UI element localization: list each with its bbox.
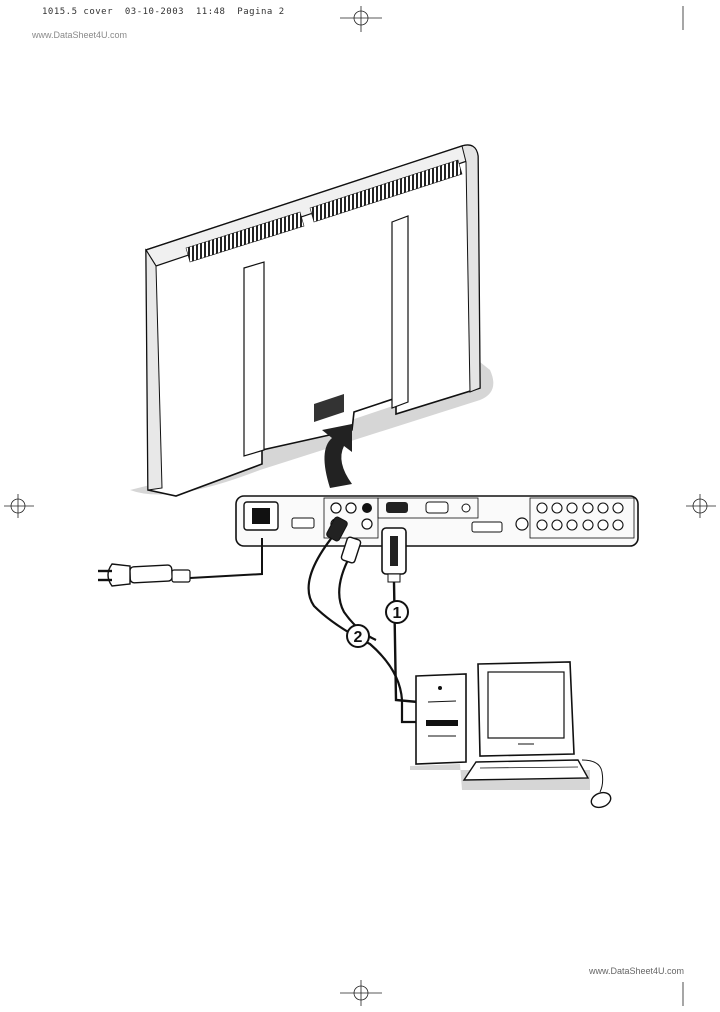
tv-rail-right (391, 215, 409, 409)
mouse (590, 791, 612, 809)
vga-port-in (386, 502, 408, 513)
power-plug-body (129, 564, 173, 584)
connector-panel (235, 495, 639, 547)
tv-right-side (461, 144, 481, 393)
dvi-port (471, 521, 503, 533)
power-cord (98, 538, 263, 587)
reg-mark-right (686, 494, 716, 518)
registration-marks (4, 6, 716, 1006)
svg-text:2: 2 (354, 629, 363, 646)
callout-badge-1: 1 (385, 600, 409, 624)
audio-plug-b (340, 536, 362, 564)
av-group-box (529, 497, 635, 539)
insert-arrow (322, 424, 352, 488)
vga-cable (381, 527, 419, 704)
vga-group-box (377, 497, 479, 519)
computer (410, 661, 612, 809)
watermark-bottom: www.DataSheet4U.com (588, 966, 684, 976)
svg-text:1: 1 (393, 605, 402, 622)
tv-rear-view (130, 144, 494, 497)
av-jacks (536, 502, 624, 531)
reg-mark-bottom (340, 980, 382, 1006)
vga-port-out (425, 501, 449, 514)
callout-badge-2: 2 (346, 624, 370, 648)
tv-vent-right (309, 159, 463, 223)
tv-left-side (145, 248, 163, 491)
tv-vent-left (185, 211, 305, 263)
monitor-screen (487, 671, 565, 739)
print-slug: 1015.5 cover 03-10-2003 11:48 Pagina 2 (42, 7, 285, 17)
computer-tower (415, 673, 467, 765)
reg-mark-top (340, 6, 382, 32)
power-plug-head (107, 563, 131, 587)
reg-mark-left (4, 494, 34, 518)
service-port (291, 517, 315, 529)
tv-connector-recess (314, 394, 344, 422)
watermark-top: www.DataSheet4U.com (32, 30, 128, 40)
keyboard (462, 759, 590, 781)
tv-rail-left (243, 261, 265, 457)
audio-plug-a (326, 516, 348, 542)
